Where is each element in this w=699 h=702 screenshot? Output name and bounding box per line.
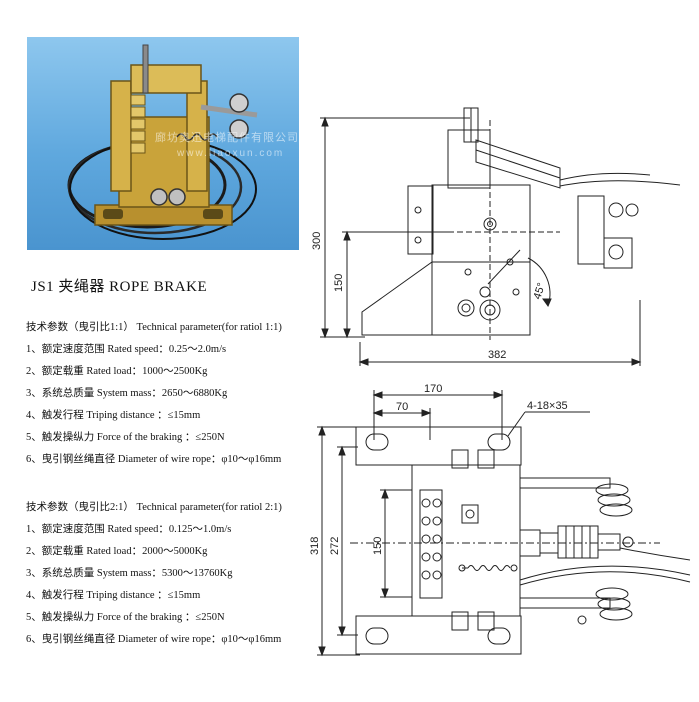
coil-springs [595, 483, 633, 621]
params-2-item: 1、额定速度范围 Rated speed：0.125～1.0m/s [26, 524, 232, 535]
top-dim-318: 318 [309, 537, 321, 555]
params-2-heading: 技术参数（曳引比2:1） Technical parameter(for rat… [26, 502, 282, 513]
params-2-item: 5、触发操纵力 Force of the braking ：≤250N [26, 612, 225, 623]
params-1-item: 4、触发行程 Triping distance ：≤15mm [26, 410, 201, 421]
params-1-item: 1、额定速度范围 Rated speed：0.25～2.0m/s [26, 344, 227, 355]
photo-watermark-en: www.liaoxun.com [177, 148, 285, 159]
side-dim-height-total: 300 [311, 232, 323, 250]
top-dim-170: 170 [424, 383, 442, 395]
params-2-item: 2、额定载重 Rated load：2000～5000Kg [26, 546, 208, 557]
side-dim-height-mid: 150 [333, 274, 345, 292]
top-dim-holes: 4-18×35 [527, 400, 568, 412]
params-1-item: 6、曳引钢丝绳直径 Diameter of wire rope：φ10～φ16m… [26, 454, 282, 465]
top-view-drawing [317, 390, 691, 657]
params-block-1: 技术参数（曳引比1:1） Technical parameter(for rat… [26, 317, 282, 471]
product-photo: 廊坊奥迅电梯配件有限公司 www.liaoxun.com [27, 37, 299, 250]
params-2-item: 4、触发行程 Triping distance ：≤15mm [26, 590, 201, 601]
side-dim-width: 382 [488, 349, 506, 361]
top-dim-70: 70 [396, 401, 408, 413]
rope-brake-illustration [67, 44, 258, 240]
params-2-item: 6、曳引钢丝绳直径 Diameter of wire rope：φ10～φ16m… [26, 634, 282, 645]
side-view-drawing [320, 107, 681, 366]
technical-drawings: 300 150 382 45° 170 70 4-18×35 318 272 1… [309, 107, 691, 657]
params-1-item: 2、额定载重 Rated load：1000～2500Kg [26, 366, 208, 377]
side-dim-angle: 45° [531, 281, 548, 301]
params-1-heading: 技术参数（曳引比1:1） Technical parameter(for rat… [26, 322, 282, 333]
product-title: JS1 夹绳器 ROPE BRAKE [31, 279, 208, 295]
clamp-teeth [421, 498, 442, 580]
params-1-item: 3、系统总质量 System mass：2650～6880Kg [26, 388, 228, 399]
params-2-item: 3、系统总质量 System mass：5300～13760Kg [26, 568, 233, 579]
params-1-item: 5、触发操纵力 Force of the braking ：≤250N [26, 432, 225, 443]
top-dim-150: 150 [372, 537, 384, 555]
params-block-2: 技术参数（曳引比2:1） Technical parameter(for rat… [26, 497, 282, 651]
photo-watermark-cn: 廊坊奥迅电梯配件有限公司 [155, 132, 299, 144]
top-dim-272: 272 [329, 537, 341, 555]
